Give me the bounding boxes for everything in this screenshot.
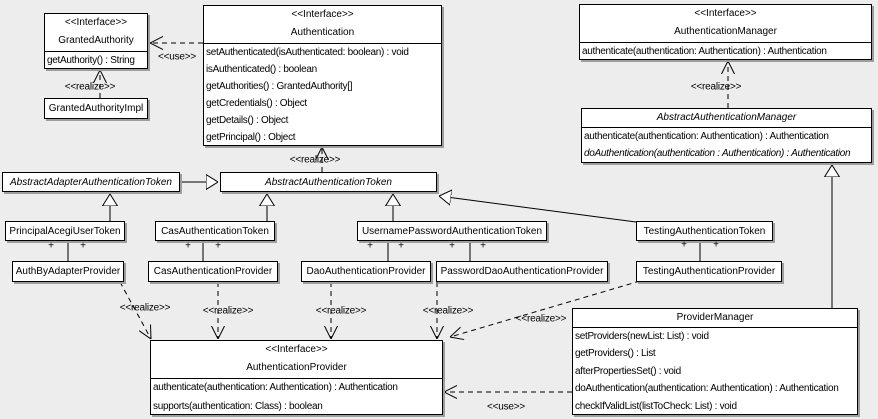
class-password-dao-authentication-provider[interactable]: PasswordDaoAuthenticationProvider — [436, 261, 608, 282]
class-abstract-adapter-authentication-token[interactable]: AbstractAdapterAuthenticationToken — [2, 172, 180, 192]
method-label: authenticate(authentication: Authenticat… — [582, 46, 827, 57]
class-name: AuthenticationProvider — [246, 362, 347, 373]
association-end-plus: + — [367, 240, 373, 252]
realize-stereotype-label: <<realize>> — [515, 313, 567, 325]
class-name: UsernamePasswordAuthenticationToken — [361, 225, 543, 237]
class-name: TestingAuthenticationProvider — [642, 266, 776, 277]
class-dao-authentication-provider[interactable]: DaoAuthenticationProvider — [301, 261, 431, 282]
class-testing-authentication-token[interactable]: TestingAuthenticationToken — [636, 221, 773, 241]
class-testing-authentication-provider[interactable]: TestingAuthenticationProvider — [636, 261, 782, 282]
class-name: PrincipalAcegiUserToken — [9, 225, 121, 237]
class-name: GrantedAuthorityImpl — [48, 103, 144, 114]
class-name: DaoAuthenticationProvider — [306, 266, 426, 277]
association-end-plus: + — [48, 240, 54, 252]
association-end-plus: + — [449, 240, 455, 252]
class-authentication[interactable]: <<Interface>> Authentication setAuthenti… — [203, 5, 442, 146]
class-authentication-provider[interactable]: <<Interface>> AuthenticationProvider aut… — [150, 340, 443, 415]
method-label: getAuthority() : String — [47, 55, 135, 66]
association-end-plus: + — [80, 240, 86, 252]
association-end-plus: + — [681, 239, 687, 251]
class-name: Authentication — [290, 27, 355, 38]
method-label: afterPropertiesSet() : void — [575, 365, 681, 377]
method-label: supports(authentication: Class) : boolea… — [153, 400, 323, 412]
class-provider-manager[interactable]: ProviderManager setProviders(newList: Li… — [572, 308, 858, 415]
method-label: isAuthenticated() : boolean — [206, 64, 317, 75]
method-label: getProviders() : List — [575, 348, 656, 360]
class-name: AbstractAdapterAuthenticationToken — [10, 176, 172, 188]
class-principal-acegi-user-token[interactable]: PrincipalAcegiUserToken — [5, 221, 125, 241]
class-name: PasswordDaoAuthenticationProvider — [440, 266, 604, 277]
method-label: getCredentials() : Object — [206, 98, 307, 109]
method-label: doAuthentication(authentication : Authen… — [584, 148, 851, 159]
class-cas-authentication-token[interactable]: CasAuthenticationToken — [155, 221, 275, 241]
association-end-plus: + — [215, 240, 221, 252]
method-label: checkIfValidList(listToCheck: List) : vo… — [575, 400, 737, 412]
use-stereotype-label: <<use>> — [486, 401, 526, 413]
class-cas-authentication-provider[interactable]: CasAuthenticationProvider — [148, 261, 278, 282]
association-end-plus: + — [713, 239, 719, 251]
class-name: GrantedAuthority — [58, 35, 134, 46]
method-label: setAuthenticated(isAuthenticated: boolea… — [206, 47, 409, 58]
method-label: getPrincipal() : Object — [206, 132, 296, 143]
association-end-plus: + — [398, 240, 404, 252]
class-auth-by-adapter-provider[interactable]: AuthByAdapterProvider — [12, 261, 124, 282]
edge-realize-authbyadapterprovider[interactable] — [119, 281, 151, 339]
realize-stereotype-label: <<realize>> — [690, 81, 742, 93]
class-name: CasAuthenticationProvider — [153, 266, 273, 277]
class-username-password-authentication-token[interactable]: UsernamePasswordAuthenticationToken — [357, 221, 547, 241]
class-abstract-authentication-manager[interactable]: AbstractAuthenticationManager authentica… — [581, 108, 872, 163]
class-granted-authority[interactable]: <<Interface>> GrantedAuthority getAuthor… — [44, 13, 148, 69]
class-name: CasAuthenticationToken — [161, 225, 269, 237]
realize-stereotype-label: <<realize>> — [119, 302, 171, 314]
association-end-plus: + — [185, 240, 191, 252]
method-label: authenticate(authentication: Authenticat… — [584, 131, 829, 142]
edge-generalization-testingtoken-to-abstracttoken[interactable] — [439, 196, 637, 223]
method-label: setProviders(newList: List) : void — [575, 331, 709, 342]
class-name: AuthByAdapterProvider — [15, 266, 121, 277]
method-label: getDetails() : Object — [206, 115, 289, 126]
realize-stereotype-label: <<realize>> — [422, 305, 474, 317]
association-end-plus: + — [480, 240, 486, 252]
realize-stereotype-label: <<realize>> — [289, 154, 341, 166]
class-name: AuthenticationManager — [674, 26, 777, 37]
realize-stereotype-label: <<realize>> — [202, 305, 254, 317]
class-authentication-manager[interactable]: <<Interface>> AuthenticationManager auth… — [579, 4, 872, 60]
stereotype-label: <<Interface>> — [291, 9, 354, 20]
edge-realize-testingprovider[interactable] — [450, 280, 641, 337]
stereotype-label: <<Interface>> — [694, 8, 757, 19]
realize-stereotype-label: <<realize>> — [315, 305, 367, 317]
class-name: ProviderManager — [676, 312, 754, 323]
class-granted-authority-impl[interactable]: GrantedAuthorityImpl — [44, 98, 148, 119]
class-name: TestingAuthenticationToken — [643, 225, 766, 237]
use-stereotype-label: <<use>> — [157, 51, 197, 63]
stereotype-label: <<Interface>> — [265, 344, 328, 355]
class-name: AbstractAuthenticationManager — [656, 112, 797, 123]
class-abstract-authentication-token[interactable]: AbstractAuthenticationToken — [220, 172, 437, 192]
class-name: AbstractAuthenticationToken — [265, 176, 392, 188]
method-label: authenticate(authentication: Authenticat… — [153, 382, 398, 393]
method-label: getAuthorities() : GrantedAuthority[] — [206, 81, 353, 92]
realize-stereotype-label: <<realize>> — [64, 81, 116, 93]
stereotype-label: <<Interface>> — [64, 17, 128, 28]
method-label: doAuthentication(authentication: Authent… — [575, 383, 839, 395]
